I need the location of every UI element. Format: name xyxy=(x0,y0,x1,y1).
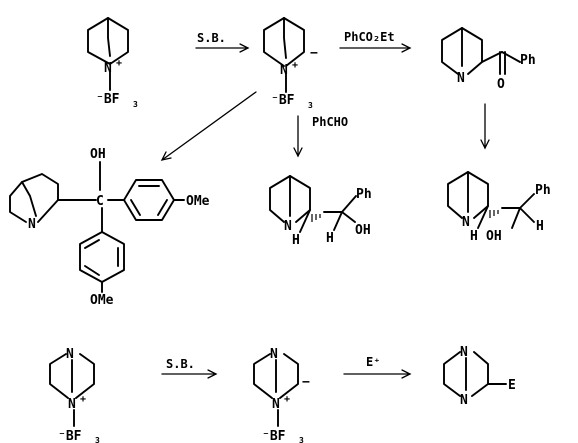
arrow-diaryl-ketone xyxy=(160,91,257,161)
nitrogen-label: N xyxy=(284,219,292,234)
amino-alcohol-middle: N Ph OH H H xyxy=(269,175,372,248)
methoxy-label: OMe xyxy=(90,293,114,308)
positive-charge: + xyxy=(284,394,290,405)
nitrogen-label: N xyxy=(270,347,278,362)
arrow-strong-base-bottom: S.B. xyxy=(161,357,218,379)
strong-base-label: S.B. xyxy=(166,357,195,371)
carbanion-charge: − xyxy=(302,375,310,390)
amino-alcohol-right: N Ph H H OH xyxy=(447,171,551,244)
nitrogen-label: N xyxy=(280,63,288,78)
positive-charge: + xyxy=(116,58,122,69)
bf3-subscript: 3 xyxy=(308,101,313,110)
hydrogen-label: H xyxy=(536,219,544,234)
benzoylquinuclidine: N Ph O xyxy=(441,27,536,92)
methoxy-label: OMe xyxy=(186,194,210,209)
dabco-bf3-complex: N N + ⁻BF 3 xyxy=(49,347,100,443)
carbanion-intermediate: N + − ⁻BF 3 xyxy=(263,17,318,110)
phenyl-label: Ph xyxy=(356,187,372,202)
arrow-ethyl-benzoate: PhCO₂Et xyxy=(339,30,412,53)
carbonyl-oxygen-label: O xyxy=(497,77,505,92)
nitrogen-label: N xyxy=(272,397,280,412)
ethyl-benzoate-label: PhCO₂Et xyxy=(344,30,395,44)
dabco-carbanion: N − N + ⁻BF 3 xyxy=(253,347,310,443)
hydroxyl-label: OH xyxy=(486,229,502,244)
hydrogen-label: H xyxy=(470,229,478,244)
bis-anisyl-carbinol: N OH C OMe OMe xyxy=(9,147,210,308)
bf3-label: ⁻BF xyxy=(262,429,286,443)
strong-base-label: S.B. xyxy=(197,31,226,45)
carbinol-carbon-label: C xyxy=(96,194,104,209)
positive-charge: + xyxy=(292,60,298,71)
carbanion-charge: − xyxy=(310,46,318,61)
arrow-strong-base-top: S.B. xyxy=(195,31,250,53)
nitrogen-label: N xyxy=(460,393,468,408)
nitrogen-label: N xyxy=(457,71,465,86)
arrow-benzaldehyde: PhCHO xyxy=(293,115,348,158)
nitrogen-label: N xyxy=(68,397,76,412)
hydrogen-label: H xyxy=(326,231,334,246)
phenyl-label: Ph xyxy=(535,183,551,198)
bf3-label: ⁻BF xyxy=(58,429,82,443)
nitrogen-label: N xyxy=(104,61,112,76)
bf3-subscript: 3 xyxy=(299,436,304,443)
bf3-subscript: 3 xyxy=(95,436,100,443)
phenyl-label: Ph xyxy=(520,53,536,68)
bf3-label: ⁻BF xyxy=(271,93,295,108)
nitrogen-label: N xyxy=(462,215,470,230)
nitrogen-label: N xyxy=(460,345,468,360)
bf3-label: ⁻BF xyxy=(96,92,120,107)
electrophile-label: E⁺ xyxy=(366,355,380,369)
substituted-dabco-product: N N E xyxy=(443,345,516,408)
hydroxyl-label: OH xyxy=(90,147,106,162)
hydrogen-label: H xyxy=(292,233,300,248)
electrophile-substituent-label: E xyxy=(508,378,516,393)
arrow-electrophile: E⁺ xyxy=(343,355,412,379)
nitrogen-label: N xyxy=(28,217,36,232)
hydroxyl-label: OH xyxy=(355,223,371,238)
positive-charge: + xyxy=(80,394,86,405)
bf3-subscript: 3 xyxy=(133,100,138,109)
benzaldehyde-label: PhCHO xyxy=(312,115,348,129)
quinuclidine-bf3-complex: N + ⁻BF 3 xyxy=(87,17,138,109)
arrow-reduction xyxy=(480,103,490,150)
nitrogen-label: N xyxy=(66,347,74,362)
